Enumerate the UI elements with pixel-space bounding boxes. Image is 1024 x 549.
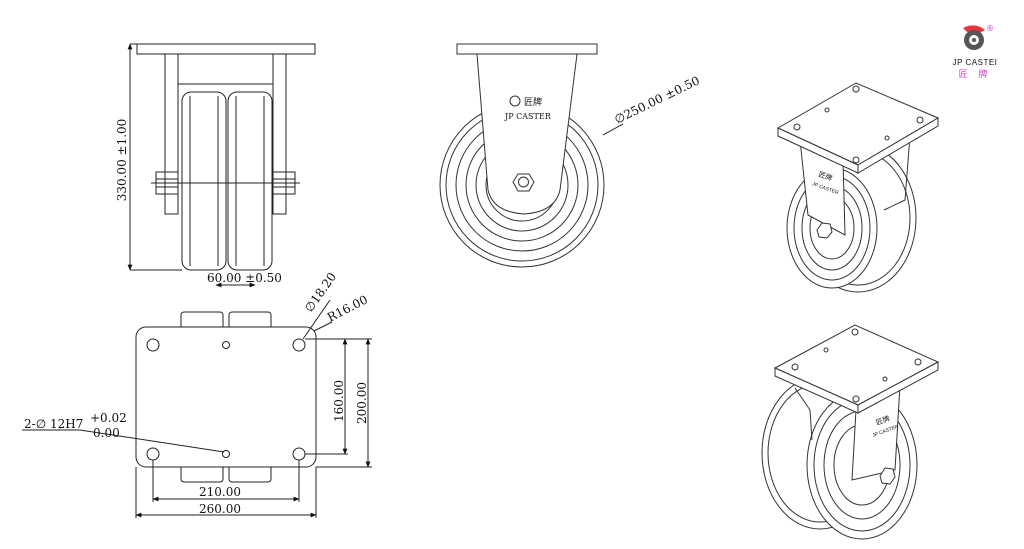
brand-logo: ® JP CASTEI 匠 牌 [940,22,1010,86]
plate-view [22,299,372,518]
fork-brand-en: JP CASTER [504,112,552,121]
caster-logo-icon: ® [963,24,994,50]
brand-name-cn: 匠 牌 [958,70,992,80]
plate-width-dimension: 260.00 [199,502,241,516]
corner-radius-dimension: R16.00 [325,293,370,325]
hole-spacing-horizontal: 210.00 [199,485,241,499]
iso-view-top [776,82,940,293]
fork-brand-cn: 匠牌 [524,96,542,108]
wheel-diameter-dimension: ∅250.00 ±0.50 [612,73,702,126]
brand-name: JP CASTEI [952,58,998,67]
tolerance-upper: +0.02 [90,411,127,425]
iso-view-bottom [761,324,940,540]
height-dimension: 330.00 ±1.00 [115,119,129,202]
plate-height-dimension: 200.00 [355,382,369,424]
fork-brand-mark: 匠牌 JP CASTER [504,95,552,121]
width-dimension: 60.00 ±0.50 [207,271,282,285]
hole-spacing-vertical: 160.00 [332,380,346,422]
front-view [439,43,624,268]
pin-hole-label: 2-∅ 12H7 [24,417,83,431]
tolerance-lower: 0.00 [93,426,120,440]
side-view [127,43,316,288]
registered-mark: ® [986,24,994,33]
